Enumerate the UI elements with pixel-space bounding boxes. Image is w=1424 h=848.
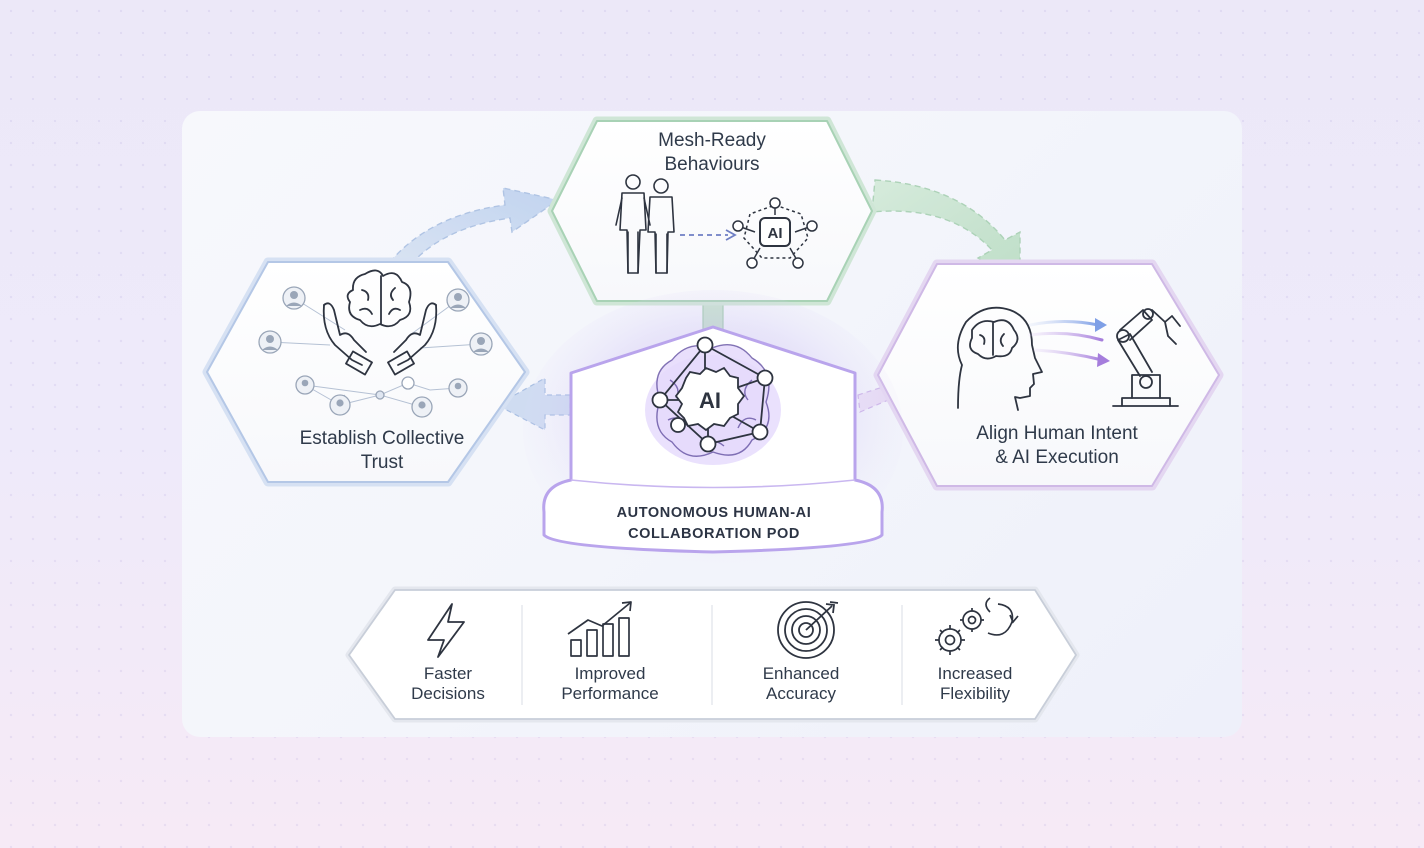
gears-icon [935, 597, 1019, 655]
dashed-arrowhead [725, 229, 737, 241]
collective-trust-line1: Establish Collective [299, 428, 465, 449]
beam-arrowhead [1095, 318, 1107, 332]
benefit-enhanced-accuracy: Enhanced Accuracy [731, 664, 871, 704]
intent-beams [1028, 320, 1104, 362]
avatar [469, 332, 493, 356]
align-intent-line1: Align Human Intent [976, 423, 1138, 444]
benefit-line2: Accuracy [766, 684, 836, 703]
lightning-icon [427, 603, 465, 658]
avatar [448, 378, 468, 398]
benefit-line2: Performance [561, 684, 659, 703]
benefit-line1: Enhanced [762, 664, 840, 683]
avatar [282, 286, 306, 310]
mesh-ready-hexagon [547, 116, 877, 306]
mesh-ready-line2: Behaviours [664, 154, 760, 175]
robot-arm-icon [1112, 308, 1181, 407]
avatar [329, 394, 351, 416]
benefit-line1: Improved [574, 664, 646, 683]
human-head-icon [956, 306, 1043, 411]
top-ai-badge: AI [768, 225, 783, 242]
align-intent-label: Align Human Intent & AI Execution [922, 422, 1192, 470]
mesh-ready-label: Mesh-Ready Behaviours [592, 129, 832, 177]
avatar [258, 330, 282, 354]
ai-network-icon [732, 197, 818, 269]
benefit-increased-flexibility: Increased Flexibility [905, 664, 1045, 704]
benefit-line1: Faster [423, 664, 473, 683]
benefit-improved-performance: Improved Performance [540, 664, 680, 704]
ai-network-nodes [651, 336, 774, 453]
collective-trust-line2: Trust [360, 452, 404, 473]
avatar [295, 375, 315, 395]
collective-trust-label: Establish Collective Trust [256, 427, 508, 475]
avatar-icons [258, 286, 493, 418]
beam-arrowhead [1097, 353, 1110, 367]
people-icon [615, 174, 675, 274]
align-intent-line2: & AI Execution [995, 447, 1119, 468]
growth-chart-icon [567, 601, 632, 657]
pod-label-line1: AUTONOMOUS HUMAN-AI [616, 505, 812, 521]
hands-holding-brain-icon [322, 269, 438, 376]
benefit-line1: Increased [937, 664, 1013, 683]
benefits-bar [345, 586, 1080, 723]
avatar [411, 396, 433, 418]
target-icon [777, 601, 839, 659]
benefit-faster-decisions: Faster Decisions [378, 664, 518, 704]
avatar [446, 288, 470, 312]
benefit-line2: Decisions [411, 684, 485, 703]
arrow-left-to-top [388, 187, 560, 269]
mesh-ready-line1: Mesh-Ready [658, 130, 766, 151]
pod-label-line2: COLLABORATION POD [628, 526, 800, 542]
center-ai-badge: AI [699, 388, 721, 413]
pod-label: AUTONOMOUS HUMAN-AI COLLABORATION POD [583, 503, 845, 545]
benefit-line2: Flexibility [940, 684, 1010, 703]
